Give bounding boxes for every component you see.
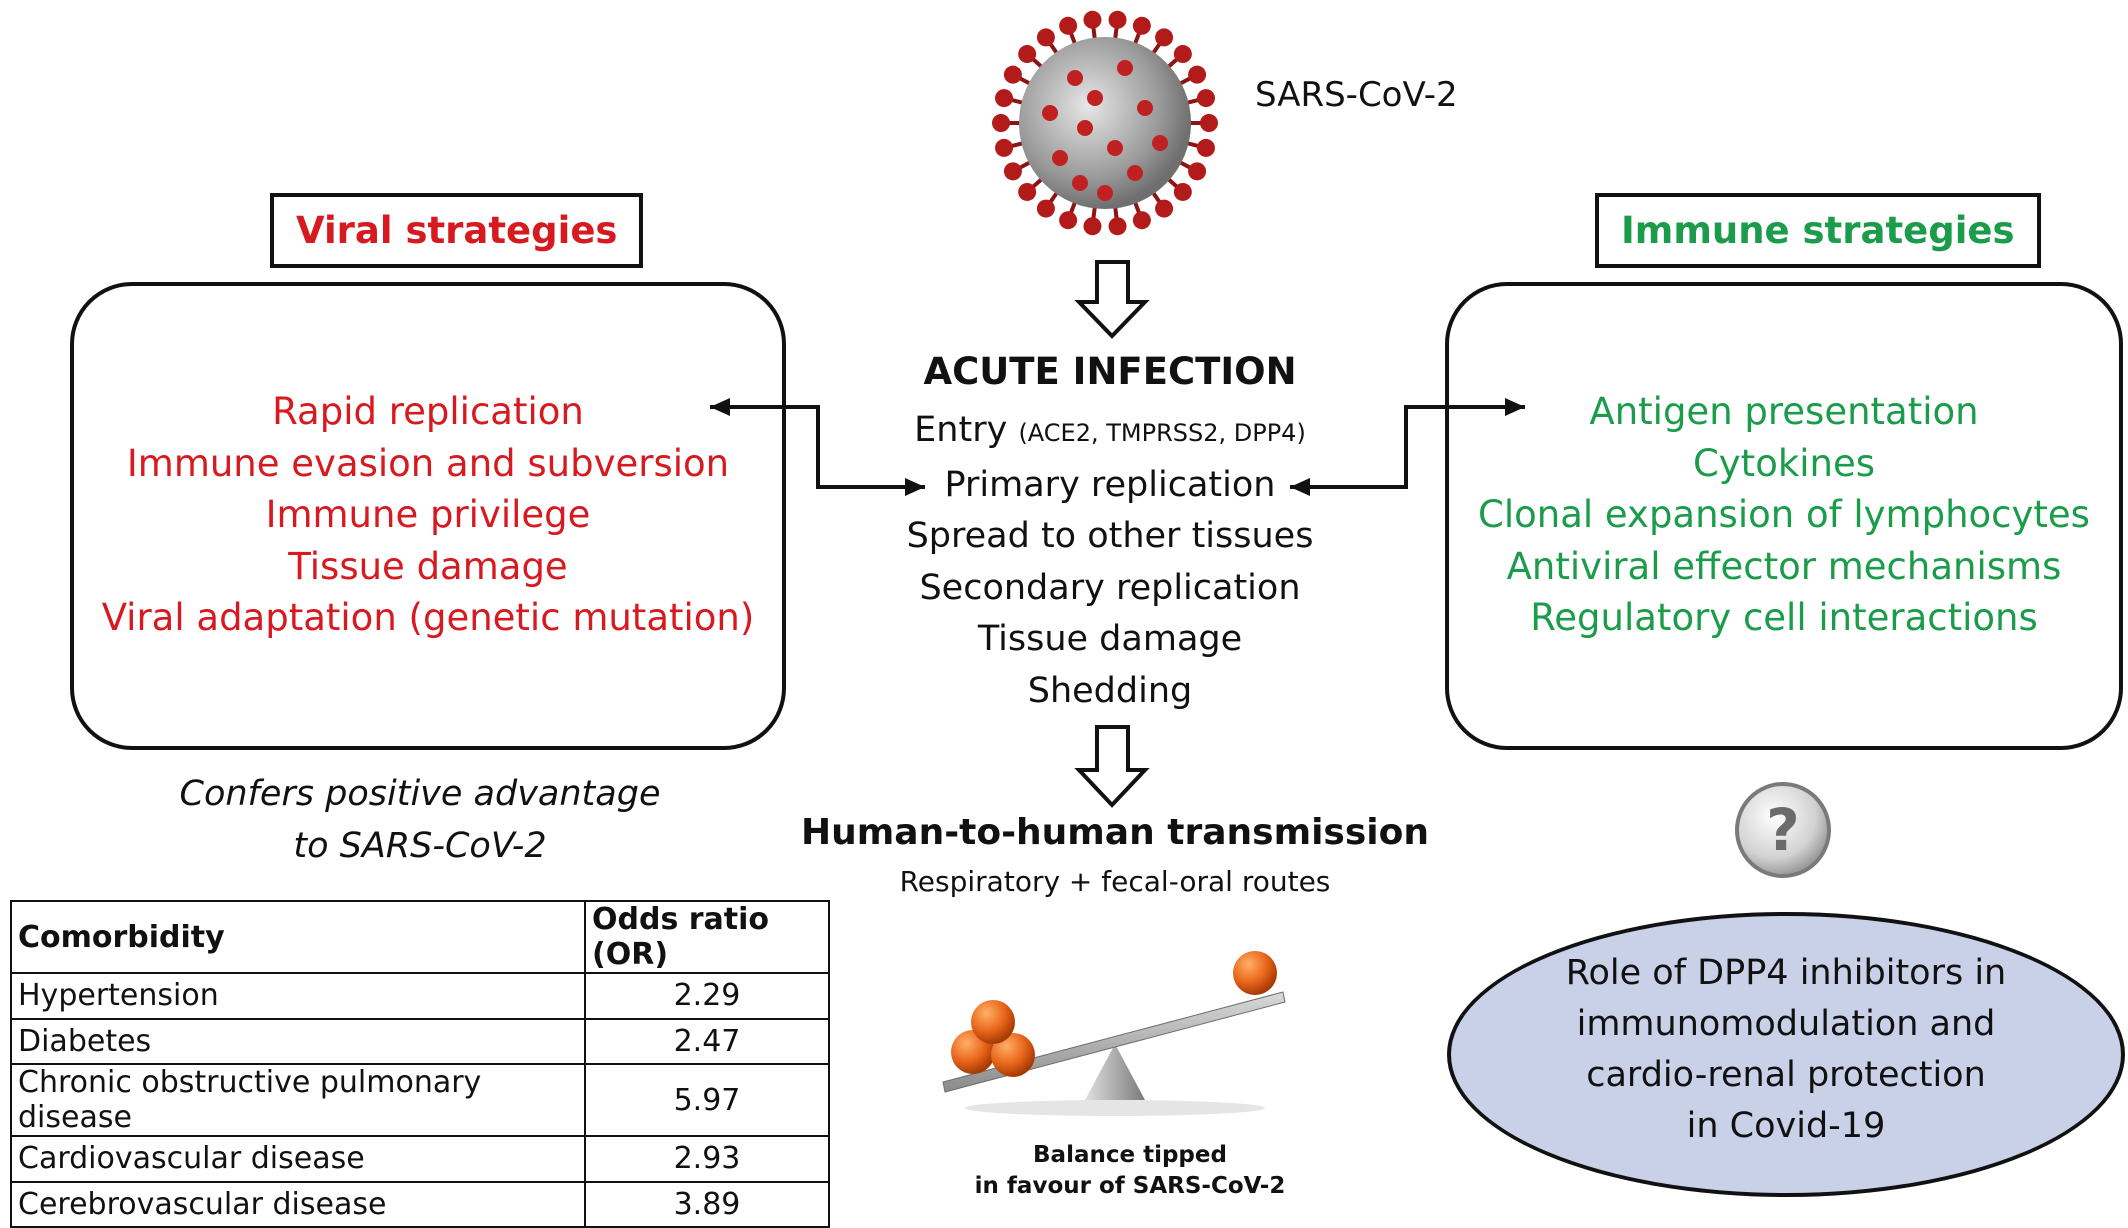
viral-strategies-header: Viral strategies [270,193,644,268]
column-header-comorbidity: Comorbidity [10,900,586,974]
balance-caption-line: Balance tipped [1033,1142,1227,1168]
immune-strategies-box: Antigen presentation Cytokines Clonal ex… [1445,282,2123,750]
immune-strategy-item: Clonal expansion of lymphocytes [1478,493,2090,536]
transmission-routes: Respiratory + fecal-oral routes [899,865,1331,898]
question-mark-icon: ? [1735,782,1831,878]
odds-ratio-value: 2.47 [584,1017,830,1065]
comorbidity-name: Diabetes [10,1017,586,1065]
dpp4-role-text: Role of DPP4 inhibitors in immunomodulat… [1451,948,2121,1152]
immune-strategies-header: Immune strategies [1595,193,2041,268]
advantage-caption-line: to SARS-CoV-2 [293,826,547,866]
immune-strategy-item: Antigen presentation [1589,390,1979,433]
coronavirus-icon [992,10,1218,236]
balance-caption: Balance tipped in favour of SARS-CoV-2 [930,1140,1330,1202]
infection-step: Tissue damage [977,619,1243,659]
viral-strategy-item: Rapid replication [272,390,584,433]
seesaw-balance-icon [942,951,1286,1116]
dpp4-role-line: Role of DPP4 inhibitors in [1565,953,2007,993]
table-row: Cardiovascular disease 2.93 [10,1135,830,1183]
viral-strategies-list: Rapid replication Immune evasion and sub… [74,386,782,644]
table-row: Cerebrovascular disease 3.89 [10,1180,830,1228]
comorbidity-name: Cardiovascular disease [10,1135,586,1183]
infection-step: Shedding [1027,670,1193,711]
immune-strategy-item: Cytokines [1692,441,1876,485]
dpp4-role-ellipse: Role of DPP4 inhibitors in immunomodulat… [1447,912,2125,1197]
table-row: Diabetes 2.47 [10,1017,830,1065]
comorbidity-table: Comorbidity Odds ratio (OR) Hypertension… [10,900,830,1228]
immune-strategy-item: Antiviral effector mechanisms [1506,544,2062,588]
comorbidity-name: Chronic obstructive pulmonary disease [10,1063,586,1137]
immune-strategies-list: Antigen presentation Cytokines Clonal ex… [1449,386,2119,644]
table-row: Chronic obstructive pulmonary disease 5.… [10,1063,830,1137]
transmission-title: Human-to-human transmission [801,812,1429,853]
viral-strategy-item: Immune evasion and subversion [126,441,730,485]
odds-ratio-value: 5.97 [584,1063,830,1137]
viral-strategies-box: Rapid replication Immune evasion and sub… [70,282,786,750]
column-header-odds-ratio: Odds ratio (OR) [584,900,830,974]
infection-step-entry: Entry (ACE2, TMPRSS2, DPP4) [860,405,1360,460]
down-arrow-icon [1074,725,1150,808]
dpp4-role-line: in Covid-19 [1686,1106,1886,1146]
comorbidity-name: Hypertension [10,972,586,1020]
infection-step: Secondary replication [919,567,1301,608]
svg-text:?: ? [1766,796,1800,864]
viral-strategy-item: Immune privilege [265,493,591,536]
dpp4-role-line: cardio-renal protection [1586,1055,1986,1095]
infection-step: Spread to other tissues [906,516,1314,556]
odds-ratio-value: 2.29 [584,972,830,1020]
down-arrow-icon [1074,260,1150,339]
viral-strategy-item: Tissue damage [288,544,568,588]
entry-label: Entry [914,410,1008,450]
acute-infection-title: ACUTE INFECTION [923,350,1297,393]
table-row: Hypertension 2.29 [10,972,830,1020]
viral-strategy-item: Viral adaptation (genetic mutation) [101,596,755,639]
balance-caption-line: in favour of SARS-CoV-2 [974,1173,1286,1199]
virus-label: SARS-CoV-2 [1255,75,1458,115]
acute-infection-column: ACUTE INFECTION Entry (ACE2, TMPRSS2, DP… [860,350,1360,717]
dpp4-role-line: immunomodulation and [1576,1004,1996,1044]
advantage-caption: Confers positive advantage to SARS-CoV-2 [140,768,700,872]
comorbidity-name: Cerebrovascular disease [10,1180,586,1228]
immune-strategy-item: Regulatory cell interactions [1530,596,2038,639]
entry-receptors: (ACE2, TMPRSS2, DPP4) [1018,419,1306,447]
table-header-row: Comorbidity Odds ratio (OR) [10,900,830,974]
odds-ratio-value: 2.93 [584,1135,830,1183]
infection-step: Primary replication [944,464,1276,505]
odds-ratio-value: 3.89 [584,1180,830,1228]
advantage-caption-line: Confers positive advantage [179,774,661,814]
